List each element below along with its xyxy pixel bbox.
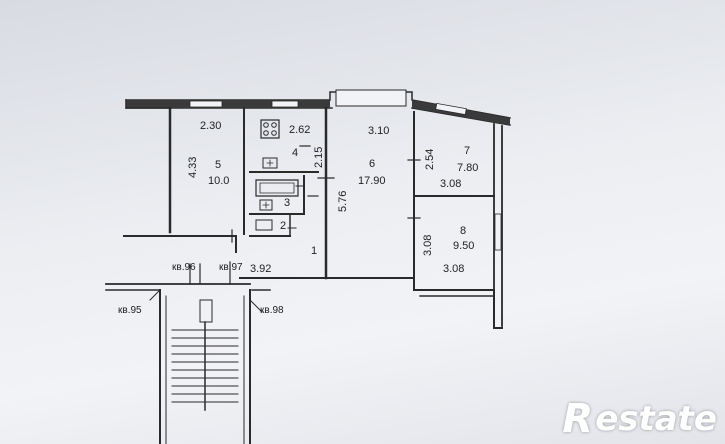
room-number-2: 2 bbox=[280, 220, 286, 232]
room-number-5: 5 bbox=[215, 159, 221, 171]
room-number-1: 1 bbox=[311, 245, 317, 257]
room-area-5: 10.0 bbox=[208, 175, 229, 187]
toilet bbox=[255, 219, 273, 231]
dim-room7-width: 3.08 bbox=[440, 178, 461, 190]
neighbor-kv95: кв.95 bbox=[118, 305, 142, 316]
dim-room6-length: 5.76 bbox=[337, 191, 349, 212]
window-balcony bbox=[335, 89, 407, 107]
dimension-labels: 2.30 4.33 2.62 2.15 3.10 5.76 2.54 3.08 … bbox=[187, 120, 464, 275]
dim-kitchen-width: 2.62 bbox=[289, 124, 310, 136]
room-number-3: 3 bbox=[284, 197, 290, 209]
window-room-5 bbox=[189, 100, 223, 108]
outer-wall-right bbox=[493, 123, 503, 327]
neighbor-kv97: кв.97 bbox=[219, 262, 243, 273]
room-number-7: 7 bbox=[464, 145, 470, 157]
dim-room7-length: 2.54 bbox=[424, 149, 436, 170]
dim-room8-width: 3.08 bbox=[443, 263, 464, 275]
dim-kitchen-length: 2.15 bbox=[313, 147, 325, 168]
stove bbox=[260, 119, 280, 139]
kitchen-sink bbox=[262, 157, 278, 169]
window-room-4 bbox=[271, 100, 299, 108]
room-number-6: 6 bbox=[369, 158, 375, 170]
door-kv98 bbox=[249, 299, 263, 313]
wall-left-stub bbox=[125, 99, 171, 109]
door-kv96 bbox=[189, 263, 201, 285]
room-number-8: 8 bbox=[460, 225, 466, 237]
window-room-7 bbox=[435, 102, 467, 116]
dim-corridor-length: 3.92 bbox=[250, 263, 271, 275]
room-area-8: 9.50 bbox=[453, 240, 474, 252]
dim-room6-width: 3.10 bbox=[368, 125, 389, 137]
window-room-8 bbox=[494, 213, 502, 251]
stair-treads bbox=[171, 299, 239, 411]
watermark-text: estate bbox=[595, 399, 717, 439]
neighbor-labels: кв.96 кв.97 кв.95 кв.98 bbox=[118, 262, 284, 316]
dim-room5-width: 2.30 bbox=[200, 120, 221, 132]
neighbor-kv96: кв.96 bbox=[172, 262, 196, 273]
restate-logo-icon: R bbox=[562, 396, 594, 442]
dim-room8-length: 3.08 bbox=[422, 235, 434, 256]
wall-bottom-main bbox=[239, 277, 503, 329]
room-area-6: 17.90 bbox=[358, 175, 386, 187]
dim-room5-length: 4.33 bbox=[187, 157, 199, 178]
room-labels: 5 10.0 4 6 17.90 7 7.80 8 9.50 3 2 1 bbox=[208, 145, 478, 257]
room-number-4: 4 bbox=[292, 147, 298, 159]
door-kv95 bbox=[149, 289, 161, 301]
room-area-7: 7.80 bbox=[457, 162, 478, 174]
wall-top-band bbox=[126, 100, 330, 108]
bath-tub bbox=[255, 179, 299, 197]
neighbor-kv98: кв.98 bbox=[260, 305, 284, 316]
